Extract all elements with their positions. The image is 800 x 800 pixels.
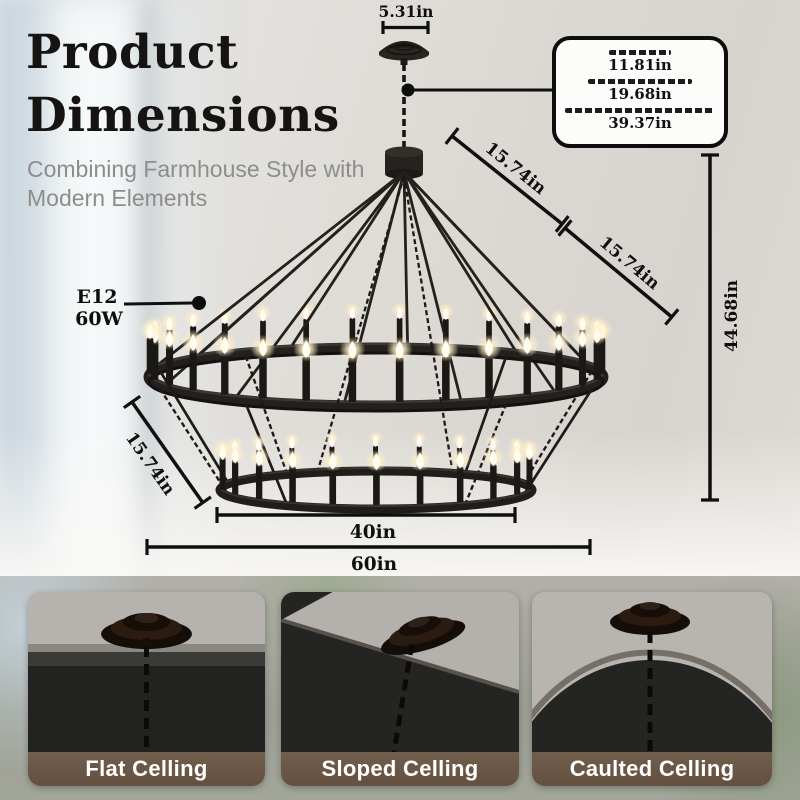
chain-length-1: 11.81in	[608, 56, 672, 75]
tier-connector	[464, 403, 508, 505]
bulb-spec-callout: E12 60W	[75, 286, 206, 330]
vaulted-ceiling-caption: Caulted Celling	[532, 752, 772, 786]
subtitle-line-2: Modern Elements	[27, 185, 208, 212]
candle-light	[476, 334, 502, 399]
tier-connector	[244, 355, 288, 473]
candle-light	[212, 332, 238, 395]
canopy-width-label: 5.31in	[379, 2, 434, 21]
candle-light	[293, 336, 320, 401]
candle-light	[409, 449, 432, 505]
canopy-width-dimension: 5.31in	[379, 2, 434, 34]
upper-ring-dimension: 60in	[145, 539, 592, 575]
chain-length-2: 19.68in	[608, 85, 672, 104]
chain-illustration-long	[565, 107, 715, 113]
candle-light	[570, 326, 594, 386]
wheel-spoke	[196, 170, 405, 358]
candle-light	[507, 444, 527, 495]
upper-tier-front-candles	[139, 319, 613, 402]
lower-ring-dimension: 40in	[215, 507, 517, 543]
lower-tier-front-candles	[213, 441, 539, 505]
wheel-spokes	[150, 170, 602, 404]
candle-light	[546, 329, 571, 391]
candle-light	[386, 336, 413, 402]
tier-connector	[464, 355, 508, 473]
candle-light	[250, 334, 276, 399]
sloped-ceiling-caption: Sloped Celling	[281, 752, 519, 786]
subtitle-line-1: Combining Farmhouse Style with	[27, 156, 365, 182]
panel-sloped-ceiling: Sloped Celling	[281, 592, 519, 786]
candle-light	[339, 336, 366, 402]
candle-light	[449, 448, 471, 503]
wall-glow	[0, 430, 800, 576]
candle-light	[281, 448, 304, 503]
tier-connector	[158, 370, 229, 483]
tier-connector	[159, 388, 229, 495]
flat-ceiling-illustration	[28, 592, 265, 752]
chain-illustration-medium	[588, 79, 692, 85]
overall-height-label: 44.68in	[722, 280, 742, 352]
candle-light	[181, 329, 206, 391]
wheel-spoke	[402, 171, 463, 402]
title-line-2: Dimensions	[26, 87, 340, 143]
chandelier-diagram: 5.31in 15.74in 15.74in	[75, 2, 742, 575]
panel-flat-ceiling: Flat Celling	[28, 592, 265, 786]
canopy-medallion-icon	[101, 613, 192, 649]
wheel-spoke	[289, 171, 406, 348]
candle-light	[483, 446, 504, 499]
page-subtitle: Combining Farmhouse Style with Modern El…	[27, 155, 364, 214]
candle-light	[248, 446, 270, 499]
title-line-1: Product	[26, 25, 239, 80]
center-chain	[316, 175, 406, 471]
spoke-hub	[385, 146, 423, 179]
vaulted-ceiling-illustration	[532, 592, 772, 752]
sloped-ceiling-illustration	[281, 592, 519, 752]
chain-length-3: 39.37in	[608, 113, 672, 132]
candle-light	[514, 332, 540, 395]
tier-connector	[523, 388, 594, 495]
tier-gap-label: 15.74in	[121, 429, 179, 499]
canopy-medallion-icon	[610, 602, 690, 635]
spoke-dimension-2: 15.74in	[557, 219, 680, 326]
tier-gap-dimension: 15.74in	[121, 394, 212, 510]
wheel-spoke	[402, 171, 517, 352]
chain-lengths-box: 11.81in 19.68in 39.37in	[552, 36, 728, 148]
upper-ring-label: 60in	[351, 554, 398, 575]
bulb-callout-dot-icon	[192, 296, 206, 310]
bulb-type-label: E12	[77, 286, 118, 308]
candle-light	[432, 336, 459, 401]
candle-light	[365, 449, 388, 505]
bulb-wattage-label: 60W	[75, 308, 123, 330]
candle-light	[139, 319, 161, 374]
ceiling-canopy	[379, 41, 429, 65]
candle-light	[213, 441, 232, 490]
wheel-spoke	[402, 171, 409, 346]
overall-height-dimension: 44.68in	[701, 153, 742, 502]
panel-vaulted-ceiling: Caulted Celling	[532, 592, 772, 786]
page-title: Product Dimensions	[26, 22, 340, 148]
candle-light	[520, 441, 539, 490]
center-chain	[402, 175, 454, 469]
chain-illustration-short	[609, 50, 671, 56]
lower-ring-label: 40in	[350, 522, 397, 543]
flat-ceiling-caption: Flat Celling	[28, 752, 265, 786]
tier-connector	[523, 370, 593, 483]
chain-callout	[401, 83, 553, 97]
canopy-medallion-icon	[381, 616, 466, 655]
candle-light	[321, 449, 344, 505]
